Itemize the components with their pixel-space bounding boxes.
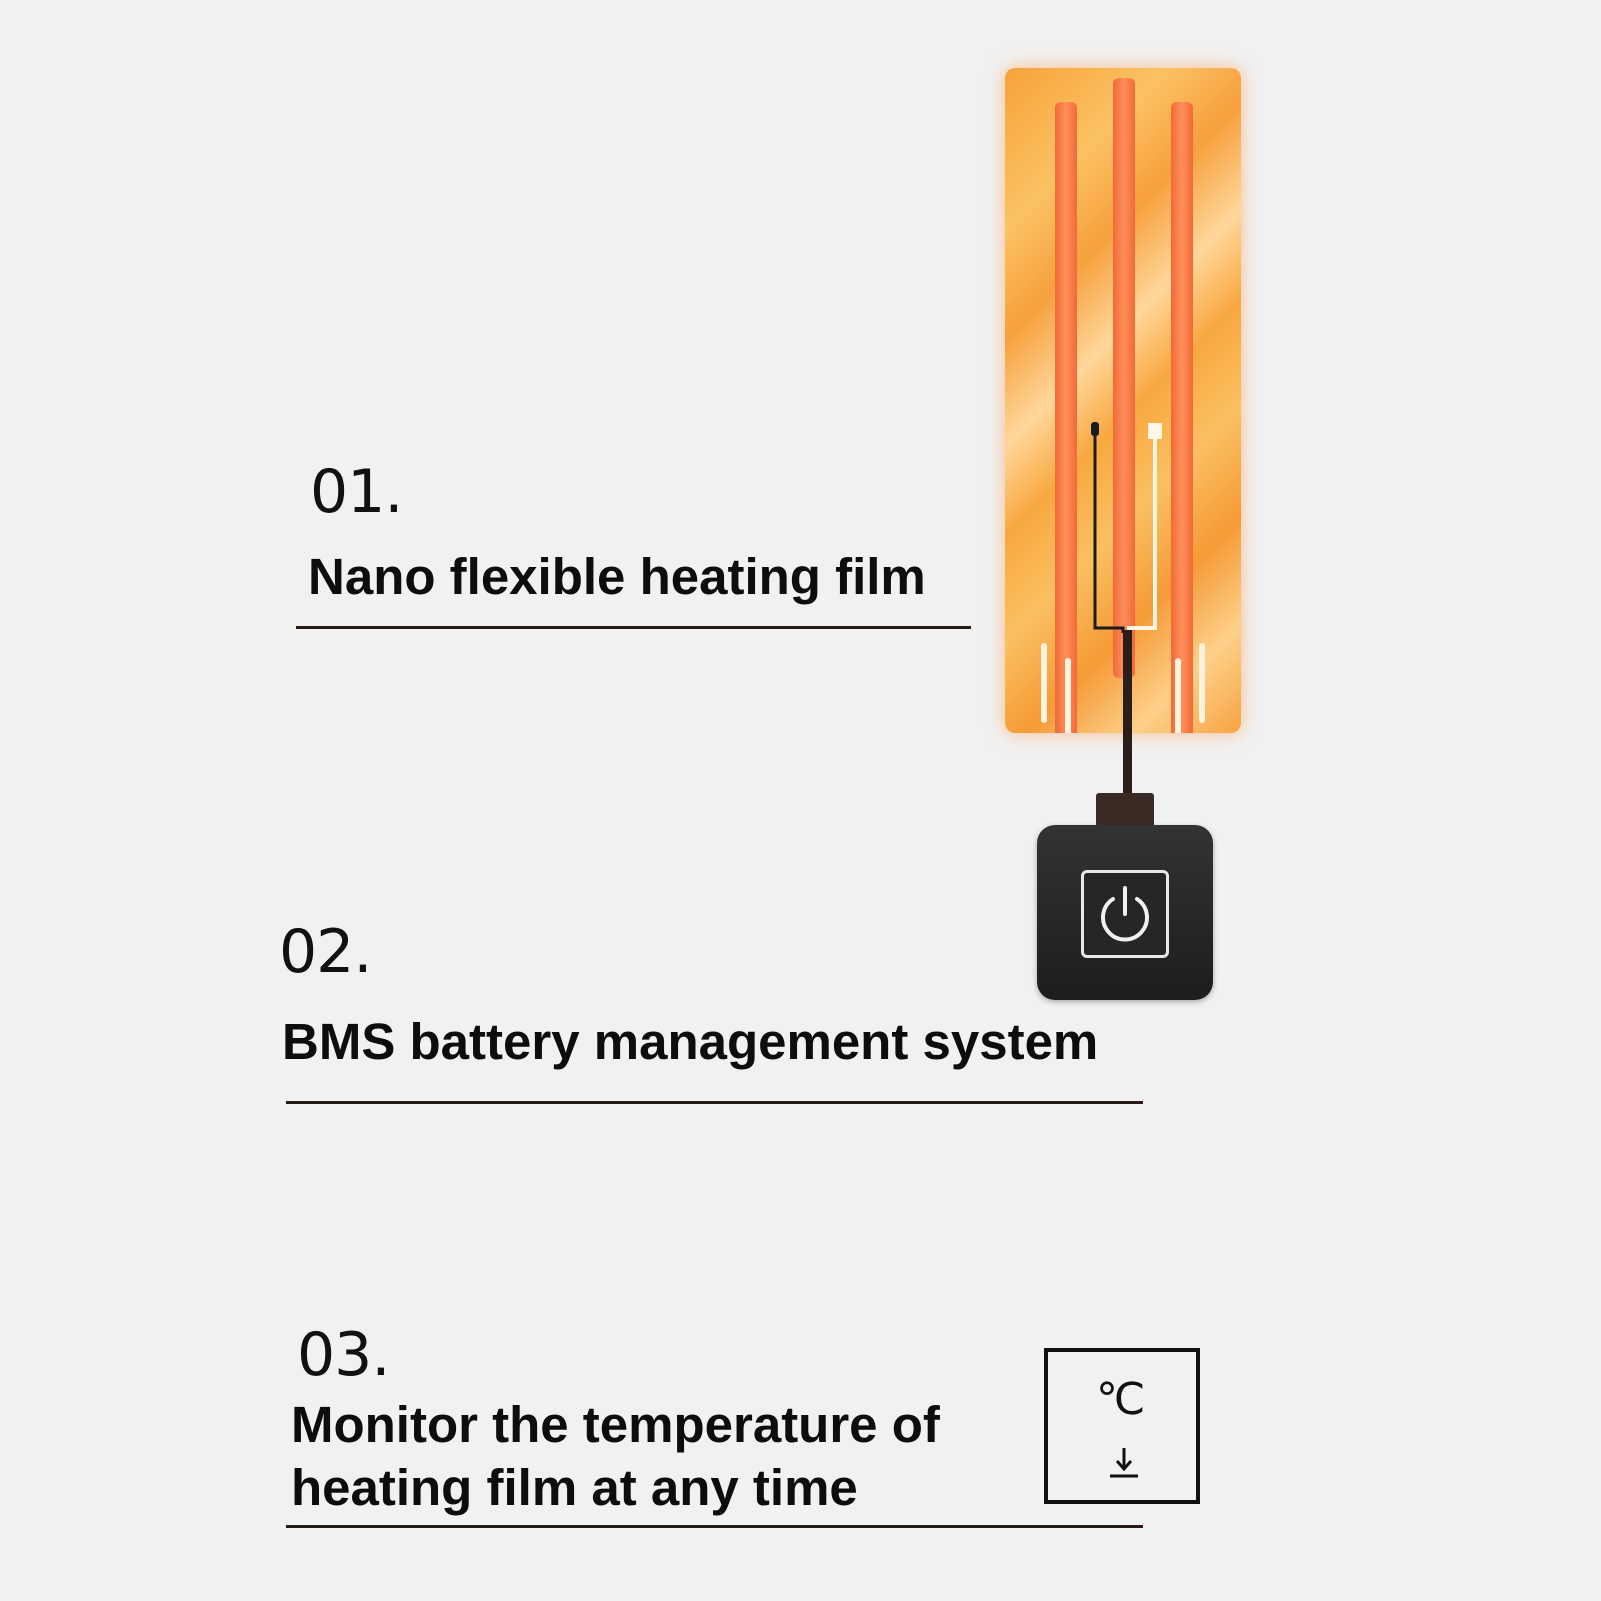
feature-1-divider bbox=[296, 626, 971, 629]
heating-film-image bbox=[1005, 68, 1241, 733]
feature-3-title-line2: heating film at any time bbox=[291, 1459, 858, 1516]
feature-1-number: 01. bbox=[310, 457, 403, 527]
cable-connector bbox=[1096, 793, 1154, 827]
temperature-monitor-icon: ℃ bbox=[1044, 1348, 1200, 1504]
feature-3-title-line1: Monitor the temperature of bbox=[291, 1396, 940, 1453]
heating-track-right bbox=[1171, 102, 1193, 733]
feature-1-title: Nano flexible heating film bbox=[308, 548, 926, 605]
feature-3-number: 03. bbox=[297, 1320, 390, 1390]
feature-3-divider bbox=[286, 1525, 1143, 1528]
heating-track-center bbox=[1113, 78, 1135, 678]
feature-2-title: BMS battery management system bbox=[282, 1013, 1099, 1070]
power-button[interactable] bbox=[1081, 870, 1169, 958]
power-icon bbox=[1101, 886, 1149, 942]
feature-2-number: 02. bbox=[279, 917, 372, 987]
film-slot bbox=[1065, 658, 1071, 733]
power-cable bbox=[1123, 630, 1132, 800]
film-slot bbox=[1175, 658, 1181, 733]
heating-track-left bbox=[1055, 102, 1077, 733]
feature-2-divider bbox=[286, 1101, 1143, 1104]
down-arrow-icon bbox=[1110, 1448, 1138, 1478]
film-slot bbox=[1199, 643, 1205, 723]
film-slot bbox=[1041, 643, 1047, 723]
celsius-icon: ℃ bbox=[1096, 1374, 1146, 1425]
